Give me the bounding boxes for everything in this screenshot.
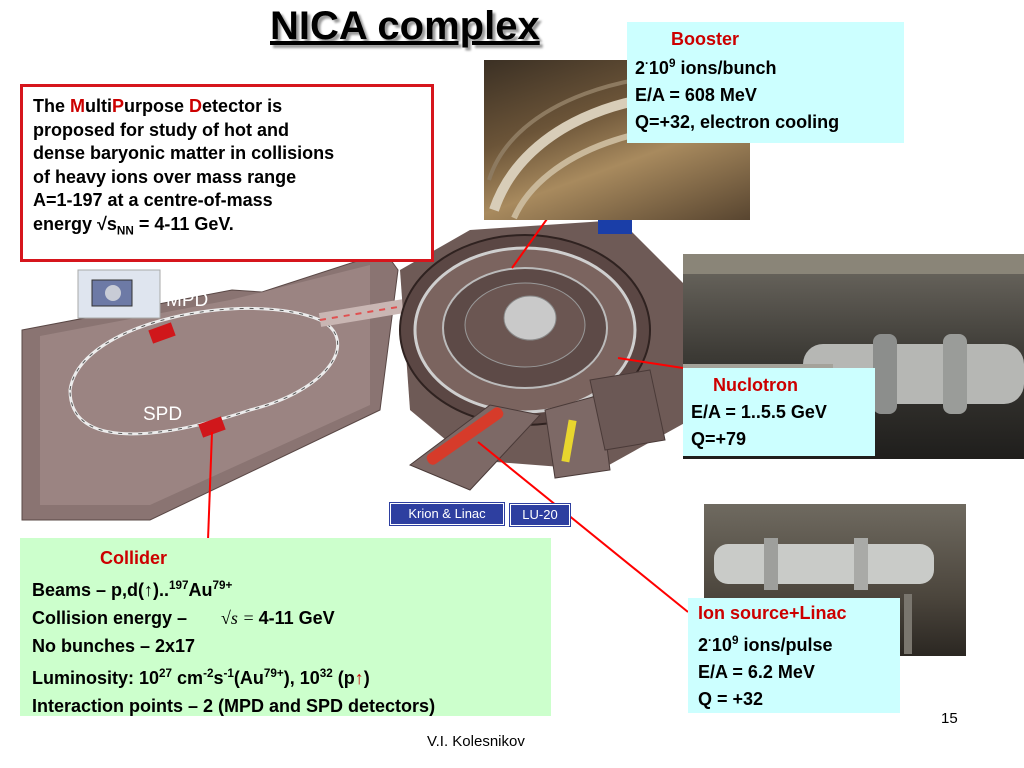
- ion-source-info-box: Ion source+Linac 2·109 ions/pulse E/A = …: [688, 598, 900, 713]
- collider-title: Collider: [100, 548, 168, 568]
- mpd-description-box: The MultiPurpose Detector is proposed fo…: [20, 84, 434, 262]
- collider-luminosity: Luminosity: 1027 cm-2s-1(Au79+), 1032 (p…: [32, 667, 370, 688]
- lu20-tag: LU-20: [510, 504, 570, 526]
- collider-bunches: No bunches – 2x17: [32, 636, 196, 656]
- mpd-desc-line-3: dense baryonic matter in collisions: [33, 143, 335, 163]
- nuclotron-info-box: Nuclotron E/A = 1..5.5 GeV Q=+79: [683, 368, 875, 456]
- booster-intensity: 2·109 ions/bunch: [635, 57, 777, 78]
- krion-linac-tag: Krion & Linac: [390, 503, 504, 525]
- nuclotron-energy: E/A = 1..5.5 GeV: [691, 402, 827, 422]
- collider-energy: Collision energy –√s =4-11 GeV: [32, 604, 539, 632]
- booster-charge: Q=+32, electron cooling: [635, 112, 840, 132]
- booster-title: Booster: [671, 29, 740, 49]
- sqrt-s-formula: √s =: [221, 608, 255, 628]
- ion-source-energy: E/A = 6.2 MeV: [698, 662, 815, 682]
- spd-label: SPD: [143, 404, 183, 425]
- ion-source-title: Ion source+Linac: [698, 603, 847, 623]
- mpd-desc-line-6: energy √sNN = 4-11 GeV.: [33, 213, 234, 238]
- polarization-arrow-icon: ↑: [354, 668, 364, 688]
- mpd-desc-line-5: A=1-197 at a centre-of-mass: [33, 190, 273, 210]
- booster-info-box: Booster 2·109 ions/bunch E/A = 608 MeV Q…: [627, 22, 904, 143]
- booster-energy: E/A = 608 MeV: [635, 85, 757, 105]
- collider-beams: Beams – p,d(↑)..197Au79+: [32, 579, 233, 600]
- ion-source-charge: Q = +32: [698, 689, 764, 709]
- collider-info-box: Collider Beams – p,d(↑)..197Au79+ Collis…: [20, 538, 551, 716]
- mpd-desc-line-1: The MultiPurpose Detector is: [33, 96, 283, 116]
- page-title: NICA complex: [270, 4, 540, 48]
- mpd-label: MPD: [166, 290, 209, 311]
- nuclotron-title: Nuclotron: [713, 375, 798, 395]
- page-number: 15: [941, 710, 958, 727]
- mpd-desc-line-2: proposed for study of hot and: [33, 119, 289, 140]
- ion-source-intensity: 2·109 ions/pulse: [698, 634, 833, 655]
- author: V.I. Kolesnikov: [427, 733, 525, 750]
- collider-interaction-points: Interaction points – 2 (MPD and SPD dete…: [32, 696, 436, 716]
- nuclotron-charge: Q=+79: [691, 429, 747, 449]
- mpd-desc-line-4: of heavy ions over mass range: [33, 166, 297, 187]
